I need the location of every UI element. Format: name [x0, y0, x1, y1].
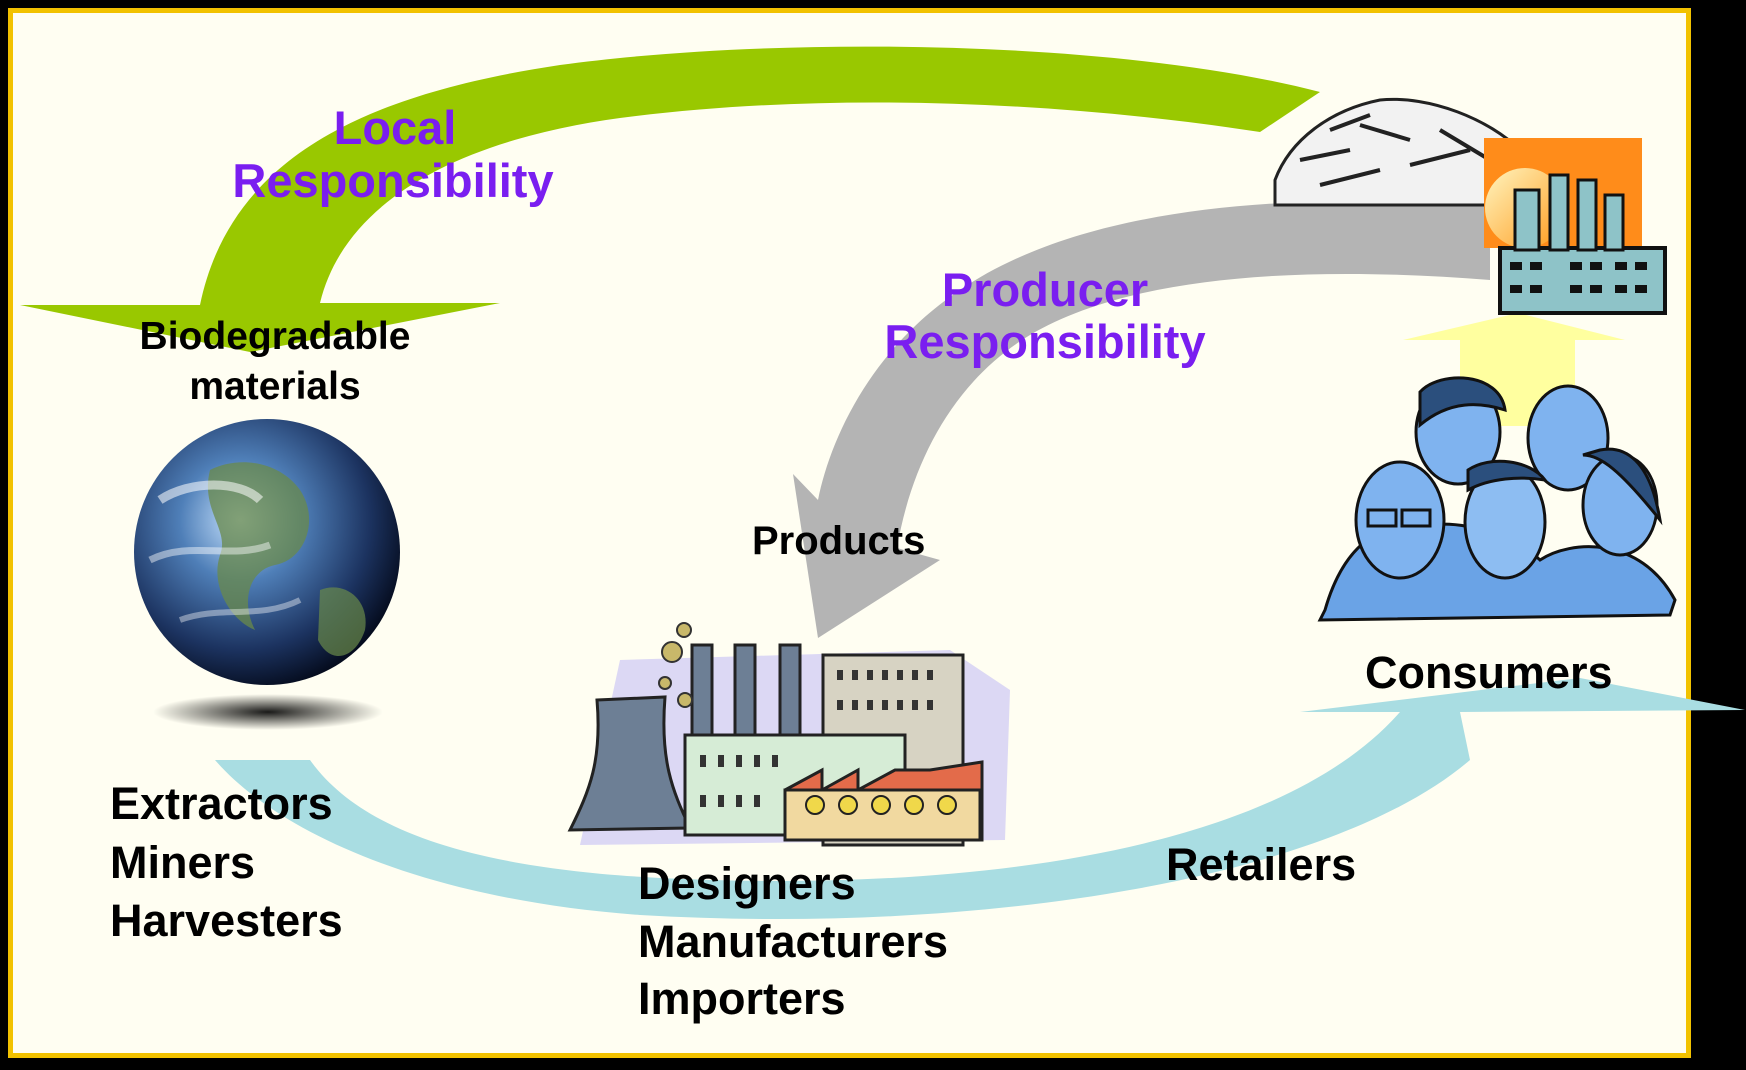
- local-responsibility-line-2: Responsibility: [232, 154, 554, 207]
- power-plant-icon: [1484, 138, 1667, 315]
- waste-pile-icon: [1273, 97, 1526, 207]
- biodegradable-materials-label: Biodegradable materials: [100, 312, 450, 412]
- consumers-label: Consumers: [1365, 647, 1613, 698]
- producer-responsibility-line-1: Producer: [941, 263, 1149, 316]
- local-responsibility-label-2: Responsibility: [202, 155, 584, 207]
- designers-line: Designers: [638, 858, 856, 909]
- consumers-group-icon: [1317, 376, 1677, 622]
- producer-responsibility-line-2: Responsibility: [884, 314, 1206, 368]
- industrial-factory-icon: [567, 622, 1010, 847]
- biodegradable-line-2: materials: [189, 364, 361, 408]
- miners-line: Miners: [110, 836, 256, 888]
- extractors-label: Extractors Miners Harvesters: [110, 775, 343, 951]
- extractors-line: Extractors: [110, 778, 333, 829]
- earth-icon: [134, 419, 400, 730]
- local-responsibility-label: Local: [320, 102, 470, 154]
- local-responsibility-line-1: Local: [333, 101, 457, 154]
- supply-chain-arrow: [215, 678, 1745, 920]
- producer-responsibility-arrow: [793, 200, 1490, 638]
- harvesters-line: Harvesters: [110, 895, 343, 946]
- biodegradable-line-1: Biodegradable: [139, 315, 411, 358]
- designers-label: Designers Manufacturers Importers: [638, 855, 948, 1028]
- importers-line: Importers: [638, 973, 846, 1025]
- retailers-label: Retailers: [1166, 839, 1357, 890]
- products-label: Products: [752, 519, 926, 563]
- producer-responsibility-label: Producer Responsibility: [860, 264, 1230, 367]
- local-responsibility-arrow: [20, 46, 1320, 353]
- manufacturers-line: Manufacturers: [638, 915, 949, 967]
